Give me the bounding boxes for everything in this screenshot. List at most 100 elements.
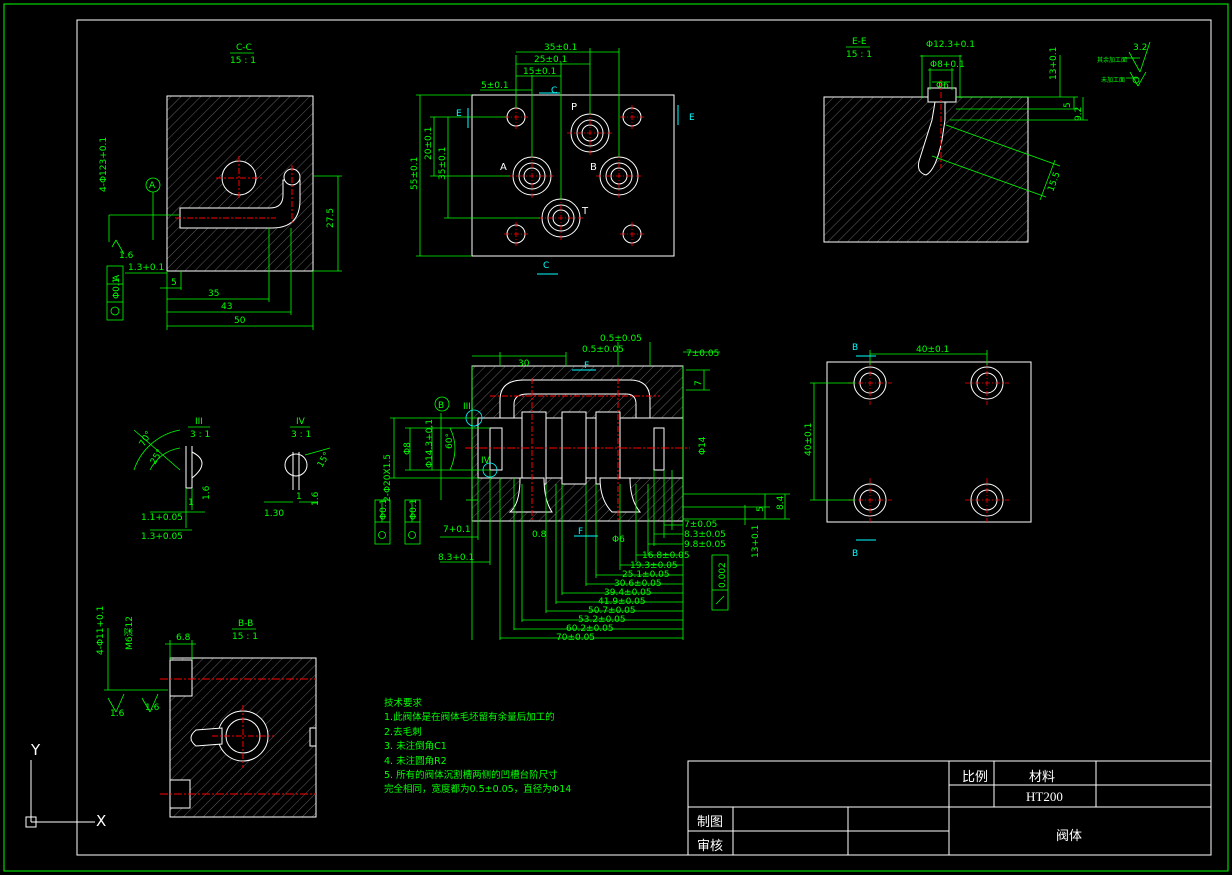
main-dim-d419: 41.9±0.05 [598, 597, 646, 607]
view-ee: E-E 15 : 1 Φ12.3+0.1 Φ8+0.1 Φ6 13+0.1 5 [823, 37, 1151, 243]
main-dim-d193: 19.3±0.05 [630, 561, 678, 571]
ee-dim-8: Φ8+0.1 [930, 60, 965, 70]
main-dim-d7: 7±0.05 [684, 520, 717, 530]
ee-title: E-E [852, 37, 867, 47]
iii-dim-1: 1 [188, 498, 194, 508]
main-dim-143: Φ14.3+0.1 [425, 419, 435, 468]
section-e-left: E [456, 109, 462, 119]
ee-dim-13: 13+0.1 [1049, 47, 1059, 80]
iv-dim-15: 15° [316, 451, 333, 470]
cc-dim-50: 50 [234, 316, 246, 326]
iv-title: IV [296, 417, 306, 427]
ucs-x: X [96, 812, 106, 830]
view-detail-iv: IV 3 : 1 15° 1 1.6 1.30 [264, 417, 333, 519]
cc-dim-4d: 4-Φ123+0.1 [99, 137, 109, 192]
tb-scale-label: 比例 [962, 770, 989, 785]
top-dim-25: 25±0.1 [534, 55, 567, 65]
top-dim-5: 5±0.1 [481, 81, 509, 91]
port-label-t: T [581, 206, 589, 217]
main-dim-05a: 0.5±0.05 [600, 334, 642, 344]
main-dim-d507: 50.7±0.05 [588, 606, 636, 616]
top-dim-35: 35±0.1 [544, 43, 577, 53]
title-block [687, 760, 1212, 856]
main-dim-d532: 53.2±0.05 [578, 615, 626, 625]
iv-dim-130: 1.30 [264, 509, 284, 519]
notes-line-4: 4. 未注圆角R2 [384, 755, 447, 767]
outer-frame [3, 3, 1229, 872]
ee-dim-155: 15.5 [1046, 171, 1062, 193]
main-dim-30: 30 [518, 359, 530, 369]
iii-scale: 3 : 1 [190, 430, 210, 440]
cc-datum-a: A [149, 181, 156, 191]
notes-line-6: 完全相同，宽度都为0.5±0.05，直径为Φ14 [384, 784, 572, 796]
detail-iv-ref: IV [481, 456, 491, 466]
port-label-p: P [571, 102, 577, 113]
top-dim-15: 15±0.1 [523, 67, 556, 77]
main-dim-5: 5 [756, 506, 766, 512]
section-c-bottom: C [543, 261, 549, 271]
bb-title: B-B [238, 619, 253, 629]
tb-check-label: 审核 [697, 839, 724, 854]
iii-rough-16: 1.6 [202, 485, 212, 500]
bb-dim-4: 4-Φ11+0.1 [96, 606, 106, 655]
notes-line-1: 1.此阀体是在阀体毛坯留有余量后加工的 [384, 712, 555, 724]
detail-iii-ref: III [463, 402, 471, 412]
main-dim-60: 60° [445, 433, 455, 449]
main-tol-0002: 0.002 [718, 562, 728, 588]
section-f-bottom: F [578, 527, 583, 537]
main-dim-08: 0.8 [532, 530, 547, 540]
br-dim-40v: 40±0.1 [804, 423, 814, 456]
section-c-top: C [551, 86, 557, 96]
ee-rough-32: 3.2 [1133, 43, 1147, 53]
main-dim-14: Φ14 [698, 436, 708, 455]
cc-dim-13: 1.3+0.1 [128, 263, 164, 273]
main-dim-83: 8.3+0.1 [438, 553, 474, 563]
ee-dim-5: 5 [1063, 102, 1073, 108]
tb-material: HT200 [1026, 789, 1063, 804]
inner-frame [76, 19, 1212, 856]
main-tol-2: Φ0.1 [409, 499, 419, 520]
cc-dim-35: 35 [208, 289, 219, 299]
main-dim-2x: 2-Φ20X1.5 [383, 454, 393, 502]
view-top: P A B T 35±0.1 25±0.1 15±0.1 5±0.1 55±0.… [410, 43, 695, 275]
main-dim-7: 7 [694, 380, 704, 386]
notes-line-3: 3. 未注倒角C1 [384, 741, 447, 753]
bb-rough-16b: 1.6 [145, 703, 160, 713]
technical-notes: 技术要求 1.此阀体是在阀体毛坯留有余量后加工的 2.去毛刺 3. 未注倒角C1… [384, 697, 571, 798]
main-dim-7a: 7±0.05 [686, 349, 719, 359]
main-dim-d306: 30.6±0.05 [614, 579, 662, 589]
ee-rough-note1: 其余加工面 [1097, 56, 1127, 64]
main-dim-d98: 9.8±0.05 [684, 540, 726, 550]
iv-dim-1: 1 [296, 492, 302, 502]
main-datum-b: B [438, 401, 444, 411]
view-detail-iii: III 3 : 1 70° 25° 1 1.6 1.1+0.05 1.3+0.0… [133, 417, 212, 542]
cc-title: C-C [236, 43, 252, 53]
main-dim-13: 13+0.1 [751, 525, 761, 558]
notes-line-2: 2.去毛刺 [384, 726, 422, 738]
section-f-top: F [584, 361, 589, 371]
ucs-icon: Y X [25, 741, 106, 830]
main-dim-7b: 7+0.1 [443, 525, 471, 535]
main-dim-05b: 0.5±0.05 [582, 345, 624, 355]
main-dim-d602: 60.2±0.05 [566, 624, 614, 634]
port-label-b: B [590, 162, 597, 173]
cc-dim-275: 27.5 [326, 208, 336, 228]
section-b-bottom: B [852, 549, 858, 559]
main-dim-84: 8.4 [776, 495, 786, 510]
main-dim-d70: 70±0.05 [556, 633, 595, 643]
iii-dim-13: 1.3+0.05 [141, 532, 183, 542]
iv-rough-16: 1.6 [311, 491, 321, 506]
ee-dim-123: Φ12.3+0.1 [926, 40, 975, 50]
tb-part-name: 阀体 [1056, 829, 1083, 844]
notes-title: 技术要求 [384, 698, 423, 709]
top-dim-55: 55±0.1 [410, 157, 420, 190]
view-bb: B-B 15 : 1 6.8 4-Φ11+0.1 M6深12 1.6 1.6 [96, 606, 317, 818]
top-dim-35v: 35±0.1 [438, 147, 448, 180]
main-dim-d251: 25.1±0.05 [622, 570, 670, 580]
bb-rough-16a: 1.6 [110, 709, 125, 719]
tb-material-label: 材料 [1029, 770, 1056, 785]
ee-dim-6: Φ6 [936, 81, 949, 91]
bb-scale: 15 : 1 [232, 632, 258, 642]
iv-scale: 3 : 1 [291, 430, 311, 440]
cc-dim-43: 43 [221, 302, 232, 312]
